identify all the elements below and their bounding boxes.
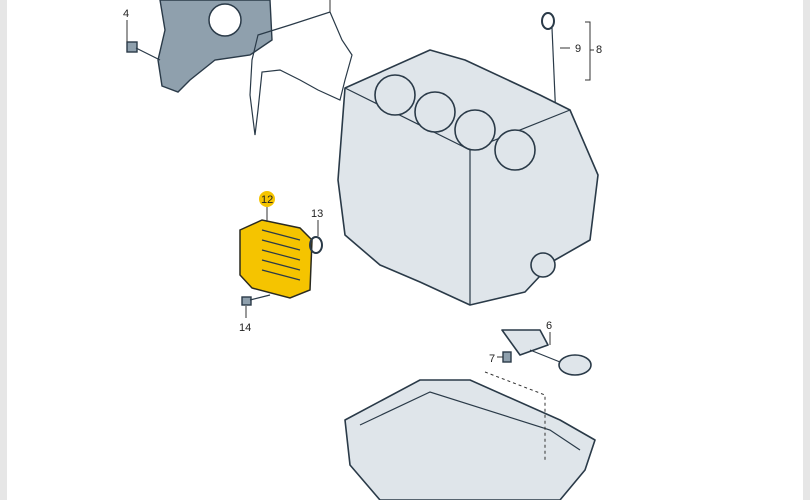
bolt-14[interactable] — [241, 294, 271, 306]
seal-13[interactable] — [309, 236, 323, 254]
bolt-4[interactable] — [126, 41, 161, 61]
callout-8: 8 — [596, 44, 602, 56]
oil-pickup-6[interactable] — [501, 329, 592, 376]
oil-cooler-12[interactable] — [239, 219, 313, 299]
gasket[interactable] — [249, 11, 353, 136]
callout-7: 7 — [489, 353, 495, 365]
bolt-7[interactable] — [502, 351, 512, 363]
engine-block[interactable] — [337, 49, 599, 306]
callout-12: 12 — [261, 194, 273, 206]
oil-pump-housing[interactable] — [157, 0, 273, 93]
callout-13: 13 — [311, 208, 323, 220]
oil-pan[interactable] — [344, 379, 596, 500]
callout-4: 4 — [123, 8, 129, 20]
callout-6: 6 — [546, 320, 552, 332]
callout-9: 9 — [575, 43, 581, 55]
callout-12-badge — [259, 191, 275, 207]
callout-14: 14 — [239, 322, 251, 334]
